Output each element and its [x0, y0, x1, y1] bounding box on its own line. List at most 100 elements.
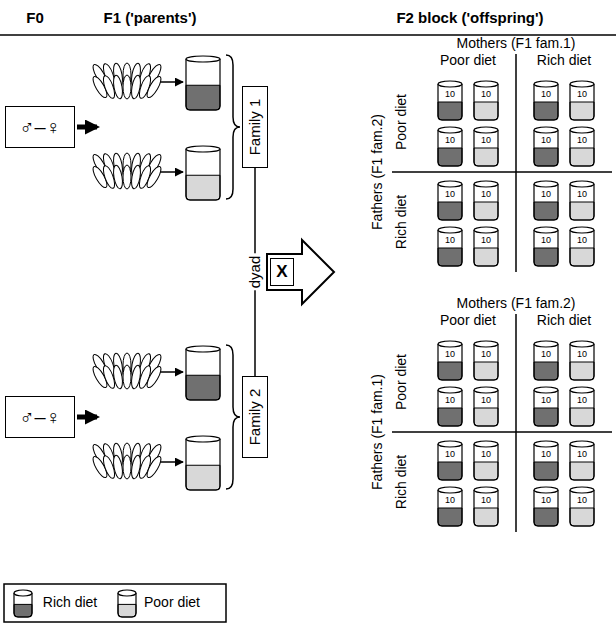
vial-outline [438, 490, 462, 526]
vial-rim [570, 81, 594, 87]
grid-line [392, 431, 612, 433]
thick-arrow [77, 125, 97, 130]
f2-vial [570, 127, 594, 166]
vial-rim [474, 81, 498, 87]
vial-count: 10 [445, 350, 455, 360]
vial-count: 10 [445, 136, 455, 146]
node-text: ♂–♀ [19, 116, 60, 138]
vial-outline [438, 84, 462, 120]
arrow [158, 461, 183, 463]
diet-label: Poor diet [394, 354, 409, 410]
vial-count: 10 [481, 450, 491, 460]
vial-food [14, 604, 32, 617]
vial-rim [438, 81, 462, 87]
vial-outline [438, 444, 462, 480]
vial-food [570, 408, 594, 426]
node-text: Family 1 [247, 99, 264, 156]
vial-rim [570, 127, 594, 133]
vial-food [438, 508, 462, 526]
vial-count: 10 [445, 450, 455, 460]
vial-count: 10 [445, 236, 455, 246]
diet-label: Rich diet [394, 195, 409, 249]
vial-rim [14, 590, 32, 596]
vial-food [438, 248, 462, 266]
egg [112, 164, 124, 189]
vial-rim [534, 127, 558, 133]
vial-rim [118, 590, 136, 596]
vial-count: 10 [541, 136, 551, 146]
vial-rim [534, 487, 558, 493]
vial-outline [570, 230, 594, 266]
vial-rim [534, 181, 558, 187]
vial-food [438, 362, 462, 380]
f2-vial [570, 487, 594, 526]
legend-text: Rich diet [43, 595, 97, 610]
vial-rim [570, 387, 594, 393]
generation-header: F1 ('parents') [104, 10, 197, 27]
vial-count: 10 [481, 136, 491, 146]
f2-vial [438, 487, 462, 526]
diet-label: Poor diet [394, 94, 409, 150]
arrow [158, 371, 183, 373]
vial-outline [186, 149, 220, 200]
legend-text: Poor diet [144, 595, 200, 610]
vial-food [534, 362, 558, 380]
vial-food [570, 148, 594, 166]
egg-cluster [91, 62, 164, 99]
vial-rim [474, 441, 498, 447]
vial-rim [438, 127, 462, 133]
diet-label: Poor diet [440, 313, 496, 328]
arrow [158, 171, 183, 173]
vial-food [534, 102, 558, 120]
vial-food [534, 462, 558, 480]
f2-vial [534, 387, 558, 426]
parent-pair-box: ♂–♀ [5, 106, 75, 148]
vial-food [438, 148, 462, 166]
egg-cluster [91, 442, 164, 479]
mothers-label: Mothers (F1 fam.1) [456, 36, 575, 51]
vial-count: 10 [577, 136, 587, 146]
vial-count: 10 [541, 450, 551, 460]
f2-vial [570, 441, 594, 480]
vial-outline [438, 230, 462, 266]
diet-label: Rich diet [394, 455, 409, 509]
vial-outline [570, 390, 594, 426]
vial-count: 10 [481, 350, 491, 360]
vial-rim [438, 341, 462, 347]
egg [123, 75, 131, 99]
vial-food [534, 202, 558, 220]
f2-vial [570, 227, 594, 266]
egg [145, 75, 164, 100]
node-text: X [276, 263, 287, 282]
vial-rim [534, 341, 558, 347]
vial-outline [474, 130, 498, 166]
fathers-label: Fathers (F1 fam.2) [370, 114, 385, 230]
vial-food [438, 102, 462, 120]
vial-count: 10 [541, 90, 551, 100]
vial-outline [186, 349, 220, 400]
arrow [158, 81, 183, 83]
vial-food [534, 248, 558, 266]
f2-vial [474, 441, 498, 480]
vial-food [570, 202, 594, 220]
vial-food [474, 148, 498, 166]
vial-rim [474, 487, 498, 493]
vial-outline [534, 84, 558, 120]
egg [123, 165, 131, 189]
vial-count: 10 [481, 236, 491, 246]
vial-outline [534, 490, 558, 526]
legend-box [4, 584, 226, 622]
edge-label: dyad [246, 254, 265, 291]
vial-food [570, 102, 594, 120]
f2-vial [474, 387, 498, 426]
mothers-label: Mothers (F1 fam.2) [456, 296, 575, 311]
egg [145, 365, 164, 390]
vial-rim [474, 387, 498, 393]
vial-count: 10 [541, 496, 551, 506]
vial-count: 10 [541, 236, 551, 246]
vial-count: 10 [577, 396, 587, 406]
vial-rim [534, 441, 558, 447]
vial-outline [438, 344, 462, 380]
f2-vial [438, 387, 462, 426]
